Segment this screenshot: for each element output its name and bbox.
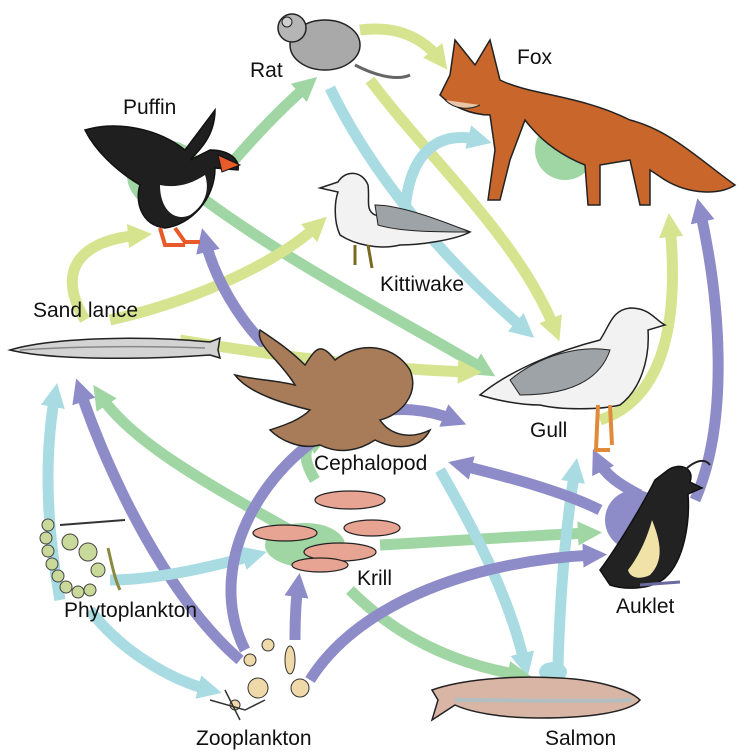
label-auklet: Auklet [616,596,674,617]
link-krill-to-salmon [350,590,520,675]
gull-icon [480,308,665,450]
link-phytoplankton-to-zooplankton [90,610,210,690]
label-sand-lance: Sand lance [33,300,138,321]
link-puffin-to-rat [230,85,308,165]
label-cephalopod: Cephalopod [314,453,427,474]
fox-icon [440,40,735,205]
link-auklet-to-fox [695,210,718,500]
label-kittiwake: Kittiwake [380,274,464,295]
sand-lance-icon [10,338,220,358]
label-zooplankton: Zooplankton [196,728,312,749]
salmon-icon [432,662,640,720]
label-fox: Fox [517,47,552,68]
link-auklet-to-gull [598,460,640,495]
link-rat-to-fox [360,29,440,60]
krill-icon [253,491,400,572]
label-gull: Gull [530,420,567,441]
label-salmon: Salmon [545,728,616,749]
label-rat: Rat [250,60,283,81]
rat-icon [278,14,410,78]
puffin-icon [85,110,240,245]
link-zooplankton-to-krill [295,585,298,640]
label-puffin: Puffin [123,97,176,118]
label-phytoplankton: Phytoplankton [64,600,197,621]
label-krill: Krill [357,568,392,589]
